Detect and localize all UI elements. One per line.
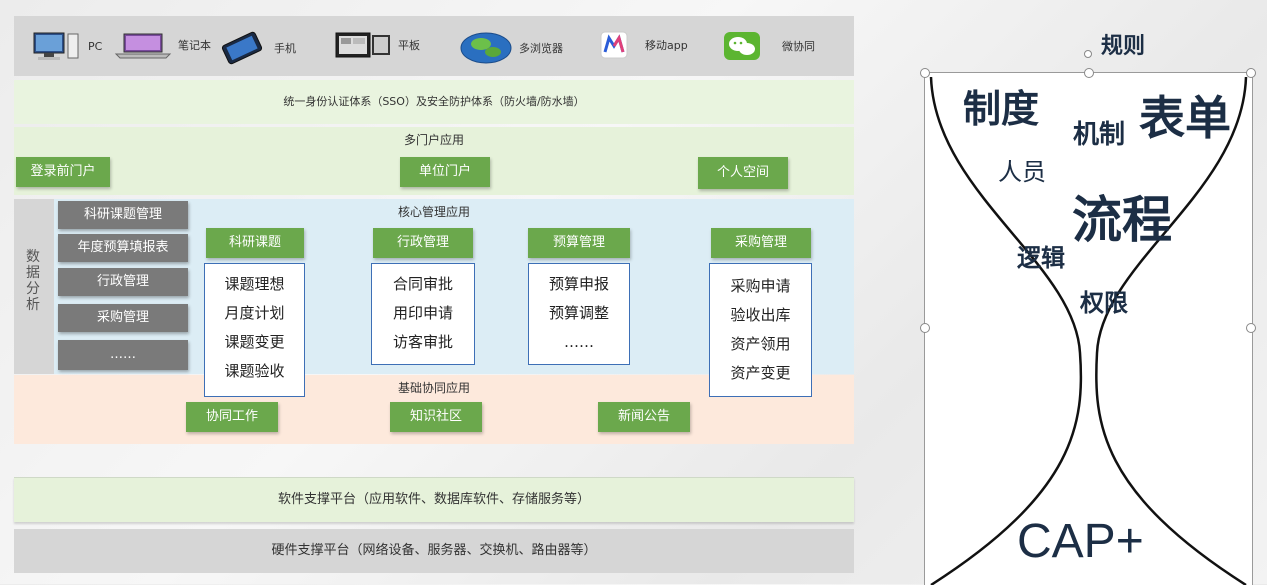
device-label: 手机 <box>274 42 296 55</box>
base-title: 基础协同应用 <box>397 381 470 395</box>
resize-handle[interactable] <box>920 323 930 333</box>
device-label: 微协同 <box>782 40 815 53</box>
core-title: 核心管理应用 <box>397 205 470 219</box>
portal-login-button[interactable]: 登录前门户 <box>16 157 110 187</box>
rotate-handle-icon[interactable] <box>1084 50 1092 58</box>
desktop-icon <box>33 32 79 60</box>
device-label: 平板 <box>398 39 420 52</box>
base-knowledge-button[interactable]: 知识社区 <box>390 402 482 432</box>
hourglass-word-forms: 表单 <box>1139 91 1231 145</box>
list-item[interactable]: 课题验收 <box>224 362 285 380</box>
data-analysis-label: 数据分析 <box>26 249 40 313</box>
list-item[interactable]: 用印申请 <box>392 304 453 322</box>
list-item[interactable]: 预算申报 <box>548 275 609 293</box>
module-budget-list: 预算申报 预算调整 …… <box>528 263 630 365</box>
base-news-button[interactable]: 新闻公告 <box>598 402 690 432</box>
module-research-list: 课题理想 月度计划 课题变更 课题验收 <box>204 263 305 397</box>
laptop-icon <box>114 33 172 59</box>
tablet-icon <box>335 32 390 58</box>
device-browser: 多浏览器 <box>459 30 563 66</box>
analysis-item-purchase[interactable]: 采购管理 <box>58 304 188 332</box>
hourglass-panel[interactable] <box>924 72 1253 585</box>
phone-icon <box>221 31 263 65</box>
hardware-platform-label: 硬件支撑平台（网络设备、服务器、交换机、路由器等） <box>271 543 597 558</box>
globe-icon <box>460 32 512 64</box>
hardware-platform-band: 硬件支撑平台（网络设备、服务器、交换机、路由器等） <box>14 529 854 573</box>
resize-handle[interactable] <box>920 68 930 78</box>
resize-handle[interactable] <box>1246 323 1256 333</box>
module-purchase-header[interactable]: 采购管理 <box>711 228 811 258</box>
analysis-item-budget[interactable]: 年度预算填报表 <box>58 234 188 262</box>
analysis-item-admin[interactable]: 行政管理 <box>58 268 188 296</box>
device-laptop: 笔记本 <box>114 30 211 60</box>
list-item[interactable]: 合同审批 <box>392 275 453 293</box>
module-purchase-list: 采购申请 验收出库 资产领用 资产变更 <box>709 263 812 397</box>
device-pc: PC <box>32 30 102 62</box>
list-item[interactable]: 资产变更 <box>730 364 791 382</box>
portal-unit-button[interactable]: 单位门户 <box>400 157 490 187</box>
analysis-item-research[interactable]: 科研课题管理 <box>58 201 188 229</box>
hourglass-word-system: 制度 <box>963 87 1040 131</box>
device-mobile-app: 移动app <box>599 30 688 60</box>
app-logo-icon <box>600 31 628 59</box>
device-label: 笔记本 <box>178 39 211 52</box>
portal-personal-button[interactable]: 个人空间 <box>698 157 788 189</box>
module-admin-header[interactable]: 行政管理 <box>373 228 473 258</box>
list-item[interactable]: …… <box>564 333 594 351</box>
module-budget-header[interactable]: 预算管理 <box>528 228 630 258</box>
device-tablet: 平板 <box>334 30 420 60</box>
device-label: PC <box>88 39 103 53</box>
hourglass-word-people: 人员 <box>998 158 1046 186</box>
portal-title: 多门户应用 <box>403 133 464 147</box>
device-wechat: 微协同 <box>722 30 815 62</box>
device-bar: PC 笔记本 手机 平板 <box>14 16 854 76</box>
software-platform-label: 软件支撑平台（应用软件、数据库软件、存储服务等） <box>277 492 590 507</box>
resize-handle[interactable] <box>1084 68 1094 78</box>
sso-band: 统一身份认证体系（SSO）及安全防护体系（防火墙/防水墙） <box>14 80 854 124</box>
hourglass-word-rules: 规则 <box>1101 34 1146 59</box>
hourglass-shape <box>929 76 1248 585</box>
device-label: 多浏览器 <box>519 42 563 55</box>
device-label: 移动app <box>645 39 688 52</box>
data-analysis-panel: 数据分析 <box>14 199 54 374</box>
software-platform-band: 软件支撑平台（应用软件、数据库软件、存储服务等） <box>14 477 854 522</box>
module-admin-list: 合同审批 用印申请 访客审批 <box>371 263 475 365</box>
device-phone: 手机 <box>216 30 296 66</box>
list-item[interactable]: 访客审批 <box>392 333 453 351</box>
list-item[interactable]: 课题变更 <box>224 333 285 351</box>
hourglass-word-mechanism: 机制 <box>1073 120 1126 150</box>
sso-label: 统一身份认证体系（SSO）及安全防护体系（防火墙/防水墙） <box>283 95 585 108</box>
hourglass-word-logic: 逻辑 <box>1017 244 1065 272</box>
resize-handle[interactable] <box>1246 68 1256 78</box>
analysis-item-more[interactable]: …… <box>58 340 188 370</box>
module-research-header[interactable]: 科研课题 <box>206 228 304 258</box>
list-item[interactable]: 验收出库 <box>730 306 791 324</box>
base-collab-button[interactable]: 协同工作 <box>186 402 278 432</box>
hourglass-word-cap: CAP+ <box>1017 515 1144 568</box>
list-item[interactable]: 资产领用 <box>730 335 791 353</box>
portal-band: 多门户应用 登录前门户 单位门户 个人空间 <box>14 127 854 195</box>
list-item[interactable]: 课题理想 <box>224 275 285 293</box>
list-item[interactable]: 月度计划 <box>224 304 285 322</box>
list-item[interactable]: 采购申请 <box>730 277 791 295</box>
list-item[interactable]: 预算调整 <box>548 304 609 322</box>
hourglass-word-process: 流程 <box>1072 191 1172 249</box>
hourglass-word-permissions: 权限 <box>1080 289 1128 317</box>
wechat-icon <box>724 32 760 60</box>
